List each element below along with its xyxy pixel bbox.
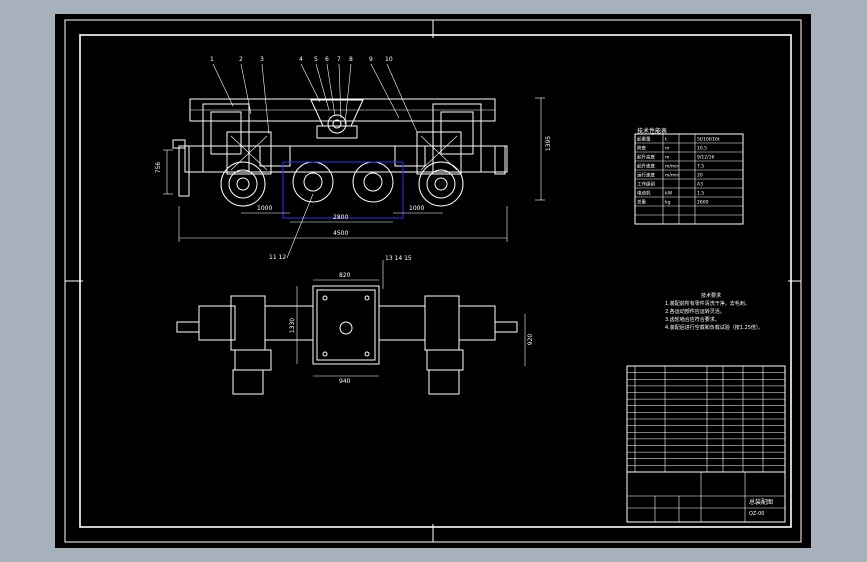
front-dim-height-right: 1395: [545, 135, 553, 152]
spec-table: 起重量 t 5t/10t/16t 跨度 m 10.5 起升高度 m 9/12/16 起升速度 m/m…: [634, 133, 744, 225]
inner-wheel-left: [292, 161, 334, 203]
spec-cell: A3: [697, 181, 703, 187]
outer-frame: [64, 19, 802, 543]
spec-cell: 1.5: [697, 190, 704, 196]
notes-line-1: 1.装配前所有零件清洗干净，去毛刺。: [665, 301, 750, 307]
part-label-10: 10: [385, 56, 393, 63]
spec-cell: 2600: [697, 199, 709, 205]
spec-cell: t: [665, 136, 667, 142]
part-label-6: 6: [325, 56, 329, 63]
hoist-drum: [327, 114, 347, 134]
spec-cell: m/min: [665, 172, 680, 178]
left-gearbox: [202, 103, 250, 173]
left-buffer: [178, 145, 190, 197]
plan-labels-top: 13 14 15: [385, 255, 412, 262]
spec-cell: 总重: [637, 198, 646, 205]
notes-block: 技术要求 1.装配前所有零件清洗干净，去毛刺。 2.各运动部件应运转灵活。 3.…: [665, 292, 763, 332]
title-block-frame: [626, 471, 786, 523]
inner-frame: [79, 34, 792, 528]
spec-cell: 跨度: [637, 144, 646, 151]
spec-cell: 起升高度: [637, 153, 655, 160]
plan-dim-bottom: 940: [339, 378, 351, 385]
spec-cell: 9/12/16: [697, 154, 714, 160]
part-label-1: 1: [210, 56, 214, 63]
spec-cell: 起重量: [637, 135, 651, 142]
notes-title: 技术要求: [701, 293, 722, 299]
drawing-number: QZ-00: [749, 511, 765, 517]
part-label-7: 7: [337, 56, 341, 63]
spec-cell: 起升速度: [637, 162, 655, 169]
left-drive-unit: [230, 295, 266, 351]
front-dim-inner-right: 1000: [409, 205, 425, 212]
front-dim-inner-mid: 2800: [333, 214, 349, 221]
front-dim-inner-left: 1000: [257, 205, 273, 212]
spec-cell: 7.5: [697, 163, 704, 169]
front-view: [163, 63, 545, 289]
spec-cell: m: [665, 146, 669, 151]
spec-cell: m: [665, 155, 669, 160]
drawing-title: 总装配图: [749, 499, 774, 506]
left-motor: [232, 369, 264, 395]
plan-dim-right: 920: [527, 333, 535, 346]
spec-table-title: 技术性能表: [637, 128, 668, 135]
notes-line-4: 4.装配后进行空载和负载试验（按1.25倍）。: [665, 325, 764, 331]
front-dim-overall: 4500: [333, 230, 349, 237]
spec-cell: 运行速度: [637, 171, 655, 178]
main-beam: [184, 145, 508, 173]
drawing-sheet: 起重量 t 5t/10t/16t 跨度 m 10.5 起升高度 m 9/12/16 起升速度 m/m…: [55, 14, 811, 548]
front-dim-height-left: 756: [155, 161, 163, 174]
cad-drawing: 起重量 t 5t/10t/16t 跨度 m 10.5 起升高度 m 9/12/16 起升速度 m/m…: [64, 19, 802, 543]
spec-cell: 20: [697, 172, 703, 178]
notes-line-3: 3.齿轮啮合应符合要求。: [665, 317, 720, 323]
front-bottom-labels: 11 12: [269, 254, 287, 261]
parts-list: [626, 365, 786, 473]
spec-cell: m/min: [665, 163, 680, 169]
plan-dim-top: 820: [339, 272, 351, 279]
right-motor: [428, 369, 460, 395]
part-label-2: 2: [239, 56, 243, 63]
right-coupling: [394, 145, 426, 167]
part-label-9: 9: [369, 56, 373, 63]
part-label-5: 5: [314, 56, 318, 63]
hoist-hopper: [310, 99, 364, 127]
plan-dim-left: 1330: [289, 317, 297, 334]
spec-cell: 10.5: [697, 145, 707, 151]
part-label-3: 3: [260, 56, 264, 63]
highlight-rect: [282, 161, 404, 219]
trolley-hub: [339, 321, 353, 335]
spec-cell: 电动机: [637, 189, 651, 196]
right-wheel-outer: [418, 161, 464, 207]
inner-wheel-right: [352, 161, 394, 203]
plan-view: [176, 279, 526, 395]
left-coupling: [259, 145, 291, 167]
right-gearbox: [432, 103, 482, 173]
notes-line-2: 2.各运动部件应运转灵活。: [665, 309, 725, 315]
right-drive-unit: [424, 295, 460, 351]
left-wheel-outer: [220, 161, 266, 207]
spec-cell: kg: [665, 199, 671, 205]
title-block: [626, 471, 786, 523]
part-label-4: 4: [299, 56, 303, 63]
spec-cell: 5t/10t/16t: [697, 136, 720, 142]
spec-cell: 工作级别: [637, 180, 655, 187]
right-buffer: [494, 145, 506, 175]
part-label-8: 8: [349, 56, 353, 63]
spec-cell: kW: [665, 190, 673, 196]
